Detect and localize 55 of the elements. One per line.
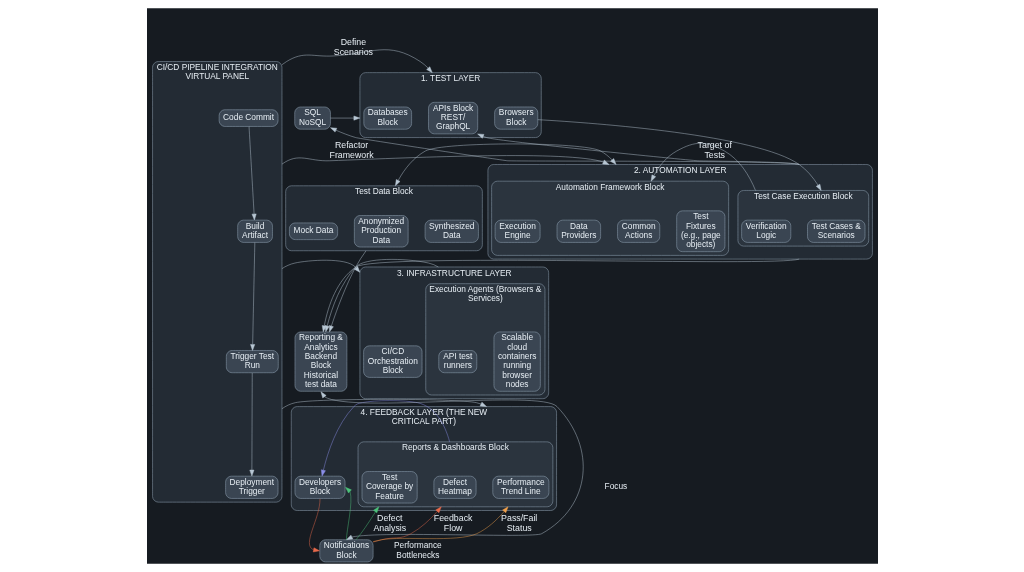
node-box: CI/CD Orchestration Block [362,345,422,378]
node-box: Data Providers [556,219,601,243]
node-box: Synthesized Data [424,219,479,243]
node-box: Developers Block [294,475,345,499]
arrow [394,143,616,187]
node-box: Execution Engine [494,219,540,243]
node-box: Test Fixtures (e.g., page objects) [675,210,725,252]
edge-label: Pass/Fail Status [500,513,537,533]
edge-label: Defect Analysis [372,513,406,533]
node-box: Notifications Block [319,539,373,563]
arrow [328,250,366,333]
arrow [650,143,756,191]
node-box: API test runners [438,350,477,373]
edge-label: Target of Tests [697,140,732,161]
arrow [329,127,799,165]
node-box: Code Commit [218,109,278,127]
node-box: Test Coverage by Feature [361,471,417,504]
arrow [281,260,360,273]
node-box: Trigger Test Run [225,350,278,373]
node-box: APIs Block REST/ GraphQL [427,102,478,135]
arrow [248,126,256,221]
arrow [281,155,609,165]
arrow [249,372,254,477]
arrow [281,49,432,73]
node-box: SQL NoSQL [294,106,331,130]
node-box: Mock Data [288,222,338,240]
arrow [329,115,360,121]
arrow [344,487,352,540]
node-box: Deployment Trigger [224,475,278,499]
arrow [321,258,799,333]
arrow [249,242,255,351]
node-box: Browsers Block [493,106,538,130]
label: Focus [604,481,627,492]
edge-label: Define Scenarios [333,37,373,58]
arrow [320,391,583,540]
arrow [537,119,821,191]
arrow [324,259,439,333]
arrow [372,506,508,542]
node-box: Reporting & Analytics Backend Block Historical test data [294,331,347,392]
node-box: Build Artifact [236,219,273,243]
node-box: Test Cases & Scenarios [806,219,865,243]
node-box: Verification Logic [740,219,791,243]
node-box: Defect Heatmap [433,475,476,499]
arrow [372,506,441,543]
arrow [320,400,450,477]
arrow [355,506,379,540]
edge-label: Refactor Framework [329,140,374,161]
node-box: Performance Trend Line [492,475,549,499]
node-box: Databases Block [363,106,412,130]
node-box: Scalable cloud containers running browser nodes [493,331,541,392]
node-box: Common Actions [616,219,660,243]
node-box: Anonymized Production Data [353,215,408,248]
label: Performance Bottlenecks [393,540,442,560]
edge-label: Feedback Flow [433,513,472,533]
arrow [308,498,320,553]
